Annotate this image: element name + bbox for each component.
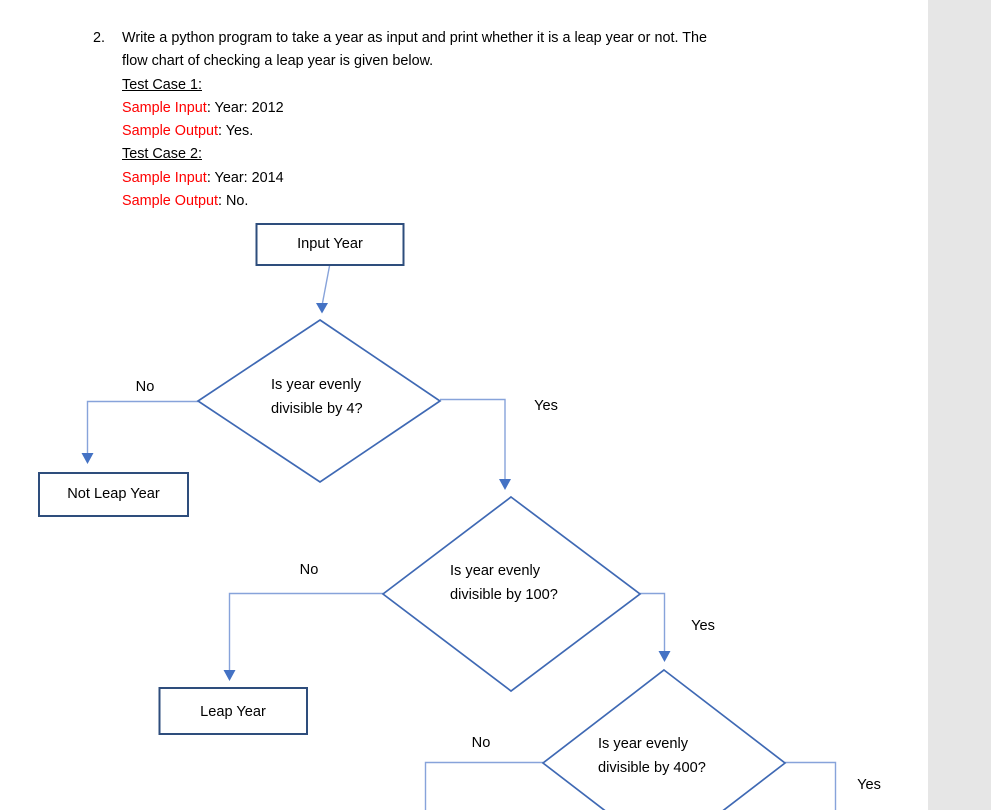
arrowhead-d4-yes (499, 479, 511, 490)
test-case-1-input: Sample Input: Year: 2012 (122, 97, 707, 120)
decision-divisible-by-4-text: Is year evenly divisible by 4? (271, 374, 363, 421)
sample-input-value-2: : Year: 2014 (206, 169, 284, 186)
test-case-1-output: Sample Output: Yes. (122, 120, 707, 143)
test-case-2-output: Sample Output: No. (122, 190, 707, 213)
connector-d100-no (228, 592, 383, 671)
connector-d100-yes (640, 592, 666, 652)
decision-100-line1: Is year evenly (450, 563, 541, 579)
arrowhead-d100-yes (658, 651, 671, 662)
not-leap-year-box (38, 472, 189, 517)
input-year-label: Input Year (297, 236, 363, 252)
sample-input-label-2: Sample Input (122, 169, 207, 186)
sample-input-value-1: : Year: 2012 (206, 99, 284, 116)
arrowhead-d4-no (81, 453, 94, 464)
question-text-block: Write a python program to take a year as… (122, 27, 707, 213)
sample-output-value-2: : No. (218, 192, 249, 209)
decision-divisible-by-400-text: Is year evenly divisible by 400? (598, 733, 706, 780)
connector-d4-no (86, 400, 198, 454)
leap-year-box (158, 687, 308, 735)
branch-yes-4-label: Yes (534, 398, 558, 414)
decision-400-line1: Is year evenly (598, 736, 689, 752)
branch-no-400-label: No (471, 735, 491, 751)
decision-divisible-by-400-diamond (541, 668, 787, 810)
connector-input-to-d4 (321, 265, 331, 304)
sample-output-label-2: Sample Output (122, 192, 218, 209)
branch-yes-100-label: Yes (691, 618, 715, 634)
connector-d400-no (424, 761, 543, 810)
question-number: 2. (93, 30, 106, 46)
leap-year-label: Leap Year (200, 704, 266, 720)
decision-divisible-by-4-diamond (196, 318, 442, 484)
input-year-box (255, 223, 405, 266)
test-case-1-title: Test Case 1: (122, 76, 202, 93)
test-case-2-title: Test Case 2: (122, 146, 202, 163)
decision-divisible-by-100-diamond (381, 495, 642, 693)
arrowhead-d100-no (223, 670, 236, 681)
decision-4-line2: divisible by 4? (271, 400, 363, 417)
decision-4-line1: Is year evenly (271, 377, 362, 393)
decision-400-line2: divisible by 400? (598, 759, 706, 776)
connector-d400-yes (785, 761, 837, 810)
page-margin-strip (928, 0, 991, 810)
connector-d4-yes (440, 398, 506, 480)
question-line-2: flow chart of checking a leap year is gi… (122, 53, 434, 70)
test-case-2-input: Sample Input: Year: 2014 (122, 167, 707, 190)
arrowhead-input-to-d4 (316, 303, 328, 314)
branch-no-4-label: No (135, 379, 155, 395)
not-leap-year-label: Not Leap Year (67, 486, 160, 502)
branch-no-100-label: No (299, 562, 319, 578)
sample-output-label-1: Sample Output (122, 123, 218, 139)
question-line-1: Write a python program to take a year as… (122, 30, 708, 46)
decision-100-line2: divisible by 100? (450, 586, 558, 603)
sample-input-label-1: Sample Input (122, 99, 207, 116)
decision-divisible-by-100-text: Is year evenly divisible by 100? (450, 560, 558, 607)
sample-output-value-1: : Yes. (218, 123, 254, 139)
branch-yes-400-label: Yes (857, 777, 881, 793)
